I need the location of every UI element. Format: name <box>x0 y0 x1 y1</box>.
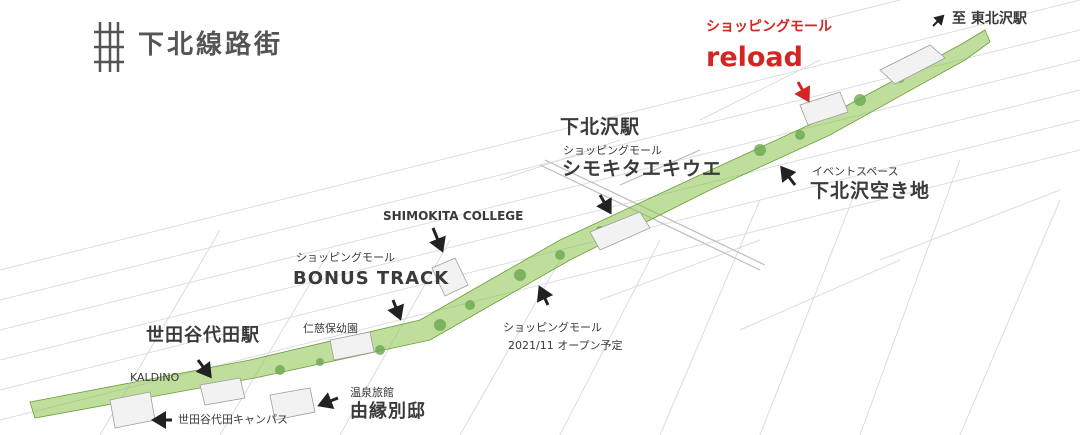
onsen-subtitle: 温泉旅館 <box>350 386 394 399</box>
arrow-mall-open <box>536 285 554 306</box>
shimokitazawa-station-label: 下北沢駅 <box>560 116 641 138</box>
arrow-higashi <box>932 14 945 27</box>
bonus-track-name: BONUS TRACK <box>293 268 450 289</box>
buildings <box>109 44 946 429</box>
arrow-ekiue <box>596 194 612 215</box>
railway-track-icon <box>94 22 124 72</box>
jiji-nursery-label: 仁慈保幼園 <box>303 322 358 335</box>
reload-subtitle: ショッピングモール <box>706 19 832 35</box>
arrow-reload <box>794 81 811 103</box>
event-space-name: 下北沢空き地 <box>810 180 931 202</box>
higashi-kitazawa-label: 至 東北沢駅 <box>952 11 1027 27</box>
reload-name: reload <box>706 42 803 73</box>
arrow-event <box>780 165 797 186</box>
logo-title: 下北線路街 <box>138 30 284 60</box>
event-space-subtitle: イベントスペース <box>812 165 899 178</box>
mall-open-date: 2021/11 オープン予定 <box>508 339 623 352</box>
onsen-name: 由縁別邸 <box>350 401 426 422</box>
ekiue-subtitle: ショッピングモール <box>563 144 662 157</box>
shimokita-college-label: SHIMOKITA COLLEGE <box>383 209 524 223</box>
bonus-track-subtitle: ショッピングモール <box>296 251 395 264</box>
pointer-arrows <box>151 14 945 429</box>
arrow-onsen <box>317 392 339 410</box>
mall-open-subtitle: ショッピングモール <box>503 321 602 334</box>
arrow-bonus <box>387 299 405 321</box>
arrow-setagaya <box>195 359 212 379</box>
arrow-college <box>429 227 446 253</box>
ekiue-name: シモキタエキウエ <box>562 158 723 180</box>
setagaya-daita-station-label: 世田谷代田駅 <box>146 325 260 346</box>
kaldino-label: KALDINO <box>130 371 180 384</box>
campus-label: 世田谷代田キャンパス <box>178 413 288 426</box>
